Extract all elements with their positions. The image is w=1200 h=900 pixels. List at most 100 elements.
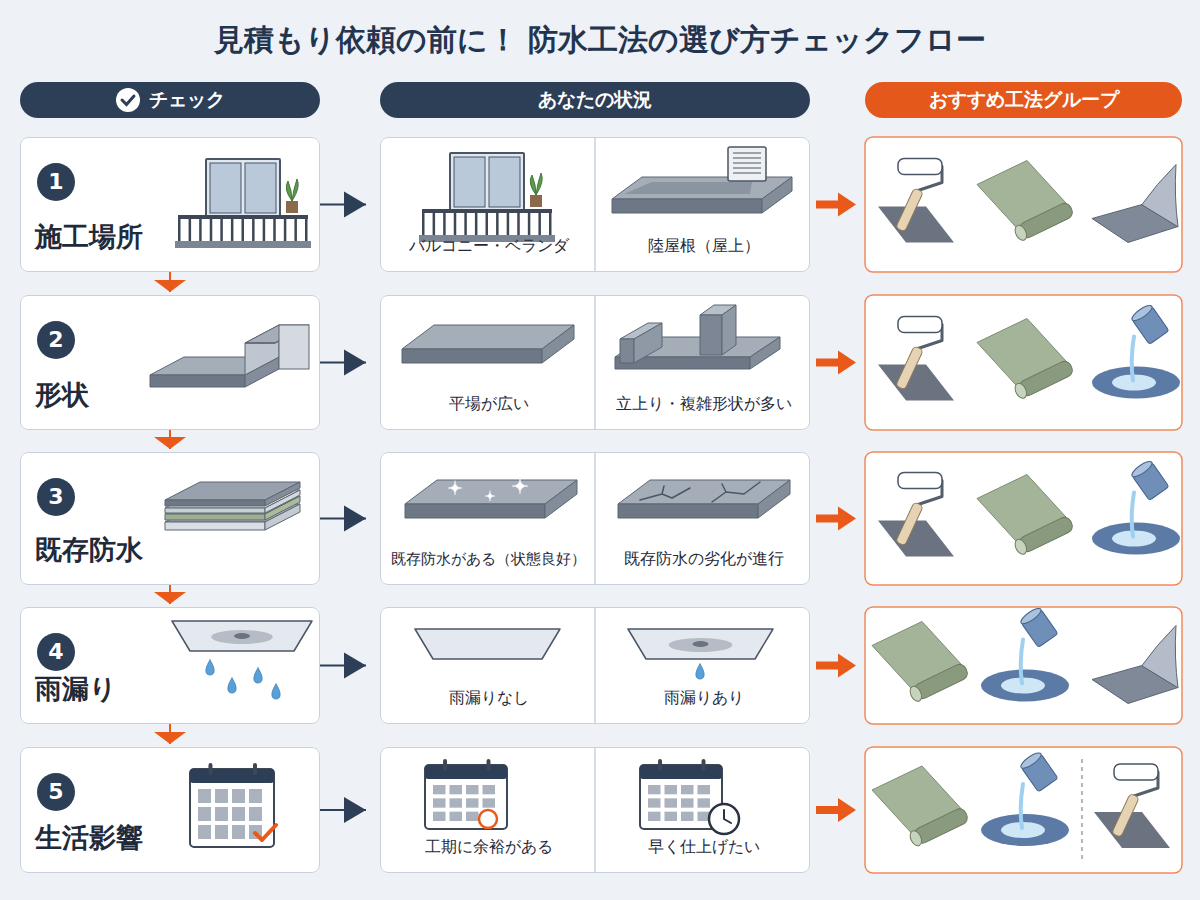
connector-group xyxy=(154,585,186,604)
shape xyxy=(380,295,810,430)
shape xyxy=(878,521,954,557)
shape xyxy=(1142,626,1178,688)
number-circle: 1 xyxy=(37,163,75,201)
grill xyxy=(733,153,761,154)
shape xyxy=(648,785,661,794)
divider xyxy=(594,138,596,271)
shape xyxy=(150,375,245,387)
arrow-head xyxy=(154,732,186,744)
situation-caption: 平場が広い xyxy=(385,394,592,415)
shape xyxy=(425,765,507,829)
shape xyxy=(634,323,662,363)
mark-circle xyxy=(479,810,497,828)
check-box: 既存防水 3 xyxy=(20,452,320,585)
shape xyxy=(265,482,300,506)
shape xyxy=(896,188,924,232)
shape xyxy=(215,807,228,821)
arrow-head xyxy=(154,437,186,449)
shape xyxy=(512,478,528,494)
shape xyxy=(198,789,211,803)
arrow-head xyxy=(344,350,366,376)
shape xyxy=(483,798,496,807)
arrow-head xyxy=(344,653,366,679)
shape xyxy=(255,825,276,840)
shape xyxy=(228,678,236,693)
shape xyxy=(865,295,1182,430)
shape xyxy=(215,789,228,803)
shape xyxy=(908,829,924,848)
shape xyxy=(542,325,574,363)
shape xyxy=(620,339,634,363)
shape xyxy=(624,182,752,194)
shape xyxy=(485,491,495,501)
check-label: 形状 xyxy=(35,377,89,413)
shape xyxy=(210,217,213,241)
shape xyxy=(528,211,531,235)
shape xyxy=(211,630,273,644)
situation-box: バルコニー・ベランダ陸屋根（屋上） xyxy=(380,137,810,272)
shape xyxy=(1013,537,1029,556)
connector-group xyxy=(320,653,366,679)
step-number: 3 xyxy=(48,486,63,508)
shape xyxy=(165,508,265,513)
shape xyxy=(681,785,694,794)
shape xyxy=(305,217,308,241)
shape xyxy=(263,217,266,241)
shape xyxy=(1013,223,1029,242)
shape xyxy=(816,351,856,375)
arrow-head xyxy=(154,592,186,604)
check-label: 施工場所 xyxy=(35,219,143,255)
shape xyxy=(538,211,541,235)
shape xyxy=(433,798,446,807)
shape xyxy=(487,759,491,771)
shape xyxy=(294,217,297,241)
shape xyxy=(724,810,731,823)
shape xyxy=(454,211,457,235)
illustrations xyxy=(150,147,1180,861)
shape xyxy=(681,798,694,807)
shape xyxy=(466,785,479,794)
divider xyxy=(594,608,596,723)
column-header: おすすめ工法グループ xyxy=(929,87,1119,113)
shape xyxy=(245,343,275,344)
shape xyxy=(206,159,280,217)
connector-group xyxy=(154,724,186,744)
connector-group xyxy=(154,430,186,449)
check-box: 生活影響5 xyxy=(20,747,320,873)
shape xyxy=(450,785,463,794)
shape xyxy=(415,629,560,659)
shape xyxy=(272,684,280,699)
shape xyxy=(165,522,265,530)
shape xyxy=(816,798,856,822)
arrow-head xyxy=(344,506,366,532)
shape xyxy=(199,217,202,241)
divider xyxy=(594,296,596,429)
shape xyxy=(865,607,1182,724)
shape xyxy=(252,217,255,241)
shape xyxy=(450,798,463,807)
shape xyxy=(681,812,694,821)
connector-group xyxy=(320,350,366,376)
shape xyxy=(908,684,924,703)
situation-caption: 雨漏りなし xyxy=(385,688,592,709)
column-header: チェック xyxy=(149,87,225,113)
step-number: 2 xyxy=(48,329,63,351)
clock xyxy=(709,804,739,834)
check-label: 既存防水 xyxy=(35,532,143,568)
column-header: あなたの状況 xyxy=(538,87,652,113)
shape xyxy=(475,211,478,235)
shape xyxy=(380,747,810,873)
situation-caption: 陸屋根（屋上） xyxy=(600,236,807,257)
situation-caption: 早く仕上げたい xyxy=(600,837,807,858)
shape xyxy=(728,147,766,181)
shape xyxy=(698,798,711,807)
shape xyxy=(530,173,542,195)
shape xyxy=(750,337,780,369)
shape xyxy=(232,789,245,803)
situation-box: 既存防水がある（状態良好）既存防水の劣化が進行 xyxy=(380,452,810,585)
shape xyxy=(284,217,287,241)
connector-group xyxy=(154,272,186,292)
shape xyxy=(165,500,265,506)
shape xyxy=(189,217,192,241)
